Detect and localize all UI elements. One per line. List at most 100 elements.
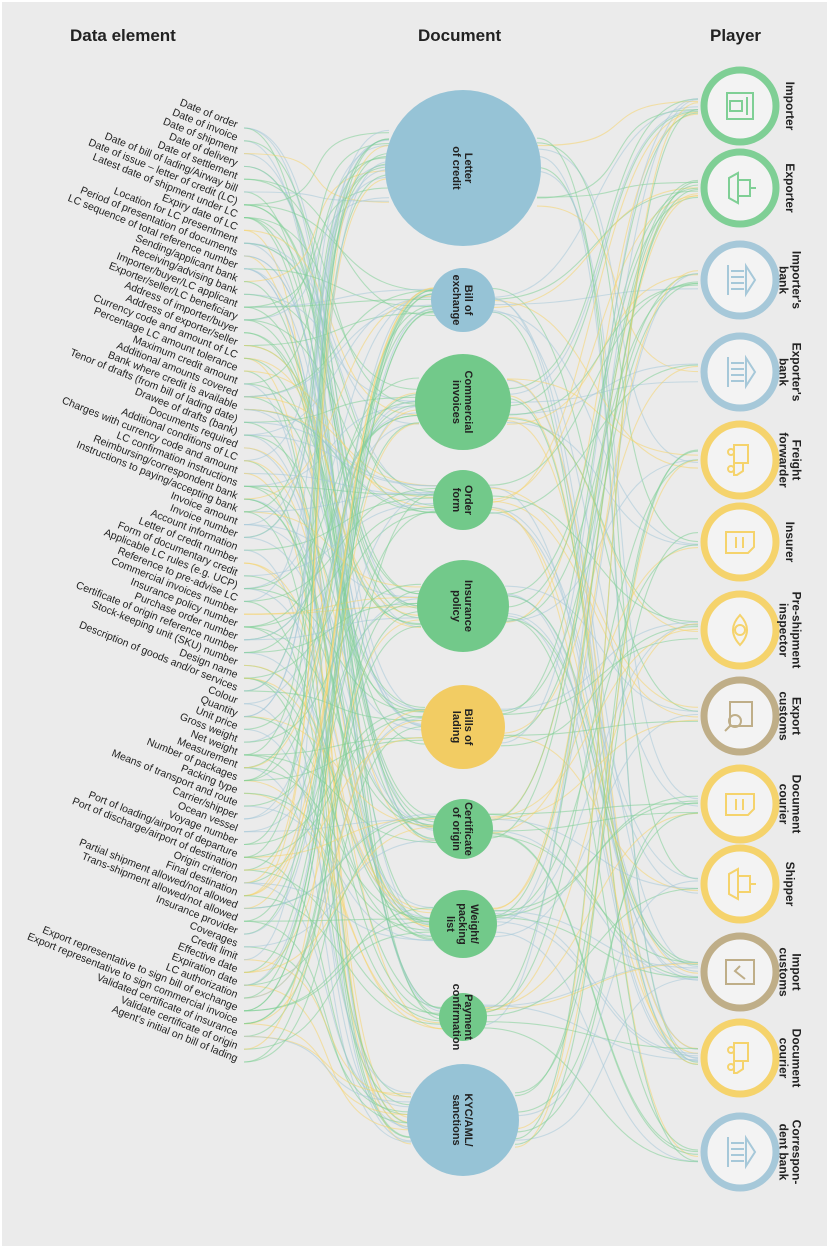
link-line — [500, 273, 699, 712]
player-label-line: customs — [777, 691, 791, 741]
player-label-line: Shipper — [783, 862, 797, 907]
document-node[interactable]: Weight/packinglist — [429, 890, 497, 958]
link-line — [514, 459, 699, 1130]
link-line — [482, 888, 699, 1017]
link-line — [243, 405, 420, 935]
link-line — [482, 962, 699, 1008]
link-line — [490, 288, 699, 306]
link-line — [243, 138, 390, 756]
link-line — [488, 184, 699, 839]
link-line — [243, 288, 436, 820]
document-label-line: Letter — [462, 153, 474, 184]
player-node[interactable]: Documentcourier — [700, 764, 804, 844]
link-line — [243, 511, 422, 588]
link-line — [243, 882, 434, 941]
link-line — [492, 931, 699, 1163]
document-label-line: of credit — [450, 146, 462, 190]
player-node[interactable]: Insurer — [700, 502, 797, 582]
link-line — [488, 283, 699, 486]
link-line — [243, 153, 390, 203]
link-line — [506, 284, 699, 416]
link-line — [488, 546, 699, 834]
link-line — [488, 495, 699, 623]
player-node[interactable]: Pre-shipmentinspector — [700, 590, 804, 670]
document-label-line: Weight/ — [468, 904, 480, 944]
player-label: Documentcourier — [777, 775, 804, 834]
player-node[interactable]: Shipper — [700, 844, 797, 924]
document-node[interactable]: Orderform — [433, 470, 493, 530]
document-node[interactable]: Letterof credit — [385, 90, 541, 246]
link-line — [488, 811, 699, 832]
link-line — [243, 617, 422, 641]
player-node[interactable]: Importcustoms — [700, 932, 804, 1012]
player-node[interactable]: Importer'sbank — [700, 240, 804, 320]
link-line — [488, 512, 699, 894]
document-node[interactable]: Bill ofexchange — [431, 268, 495, 332]
document-label: Weight/packinglist — [444, 903, 480, 945]
document-node[interactable]: Insurancepolicy — [417, 560, 509, 652]
document-circle — [385, 90, 541, 246]
document-label: Bills oflading — [450, 709, 474, 746]
document-label-line: invoices — [450, 380, 462, 424]
link-line — [506, 397, 699, 1162]
link-line — [243, 839, 438, 948]
player-label-line: customs — [777, 947, 791, 997]
bank-icon — [727, 354, 757, 390]
link-line — [243, 792, 434, 931]
link-line — [243, 590, 422, 1025]
link-line — [243, 142, 390, 321]
document-node[interactable]: Commercialinvoices — [415, 354, 511, 450]
document-label-line: policy — [450, 590, 462, 623]
link-line — [506, 379, 699, 1062]
player-node[interactable]: Freightforwarder — [700, 420, 804, 500]
player-label-line: bank — [777, 266, 791, 294]
player-label: Importcustoms — [777, 947, 804, 997]
link-line — [243, 619, 422, 973]
player-label-line: Document — [790, 1029, 804, 1088]
player-node[interactable]: Exporter — [700, 148, 797, 228]
link-line — [482, 1027, 699, 1163]
document-node[interactable]: Bills oflading — [421, 685, 505, 769]
link-line — [243, 984, 412, 1131]
player-label-line: Exporter — [783, 163, 797, 213]
player-label-line: Importer — [783, 82, 797, 131]
bank-icon — [727, 1134, 757, 1170]
document-label-line: form — [450, 488, 462, 513]
link-line — [490, 187, 699, 309]
document-label: Paymentconfirmation — [450, 984, 474, 1051]
link-line — [488, 506, 699, 879]
link-line — [243, 132, 390, 206]
document-node[interactable]: Paymentconfirmation — [439, 984, 487, 1051]
player-node[interactable]: Exporter'sbank — [700, 332, 804, 412]
link-line — [243, 197, 390, 321]
document-label: KYC/AML/sanctions — [450, 1093, 474, 1146]
link-line — [243, 295, 436, 500]
player-ring — [700, 1018, 780, 1098]
link-line — [243, 506, 438, 628]
link-line — [243, 298, 436, 308]
player-node[interactable]: Exportcustoms — [700, 676, 804, 756]
link-line — [243, 242, 420, 425]
document-player-links — [482, 98, 699, 1163]
link-line — [490, 297, 699, 1050]
document-label-line: Commercial — [462, 371, 474, 434]
player-label-line: Pre-shipment — [790, 592, 804, 669]
player-node[interactable]: Documentcourier — [700, 1018, 804, 1098]
link-line — [536, 148, 699, 463]
link-line — [243, 161, 390, 961]
document-node[interactable]: KYC/AML/sanctions — [407, 1064, 519, 1176]
document-node[interactable]: Certificateof origin — [433, 799, 493, 859]
link-line — [243, 289, 436, 973]
link-line — [506, 378, 699, 456]
player-ring — [700, 240, 780, 320]
player-label-line: forwarder — [777, 432, 791, 488]
document-circle — [433, 799, 493, 859]
document-label-line: Bills of — [462, 709, 474, 746]
insurance-document-icon — [725, 531, 755, 554]
player-node[interactable]: Importer — [700, 66, 797, 146]
document-label: Bill ofexchange — [450, 275, 474, 326]
document-label: Certificateof origin — [450, 802, 474, 856]
player-node[interactable]: Correspon-dent bank — [700, 1112, 804, 1192]
